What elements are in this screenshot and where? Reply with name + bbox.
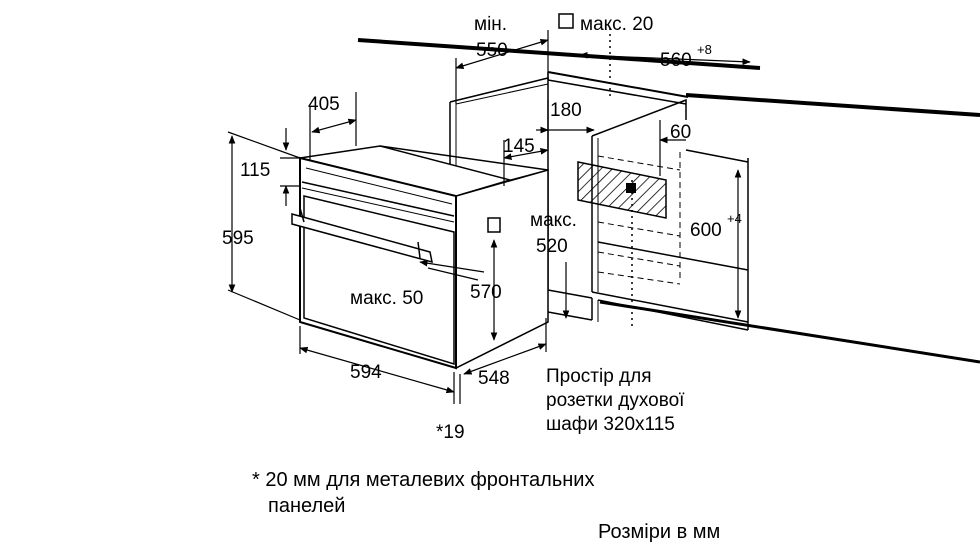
label-max50: макс. 50 (350, 288, 423, 309)
square-symbol (558, 13, 574, 29)
dimension-labels: мін. 550 макс. 20 560 +8 405 180 145 60 … (222, 13, 742, 443)
label-560-tolerance: +8 (697, 42, 712, 57)
label-550: 550 (476, 40, 508, 61)
label-max20: макс. 20 (580, 14, 653, 35)
label-max: макс. (530, 210, 577, 231)
label-600-tolerance: +4 (727, 211, 742, 226)
label-548: 548 (478, 368, 510, 389)
socket-space (577, 161, 667, 219)
dimension-lines (227, 30, 751, 404)
socket-note-line-3: шафи 320x115 (546, 414, 675, 435)
units-note: Розміри в мм (598, 521, 721, 543)
label-180: 180 (550, 100, 582, 121)
label-min: мін. (474, 14, 507, 35)
socket-note-line-2: розетки духової (546, 390, 685, 411)
footnote-line-1: * 20 мм для металевих фронтальних (252, 469, 595, 491)
label-145: 145 (503, 136, 535, 157)
oven-body (291, 145, 549, 370)
label-520: 520 (536, 236, 568, 257)
label-600: 600 (690, 220, 722, 241)
label-594: 594 (350, 362, 382, 383)
socket-note-line-1: Простір для (546, 366, 652, 387)
footnote-line-2: панелей (268, 495, 346, 517)
label-570: 570 (470, 282, 502, 303)
label-405: 405 (308, 94, 340, 115)
label-19: *19 (436, 422, 465, 443)
label-560: 560 (660, 50, 692, 71)
cabinet-outline (357, 28, 980, 364)
label-595: 595 (222, 228, 254, 249)
label-60: 60 (670, 122, 691, 143)
label-115: 115 (240, 160, 270, 181)
